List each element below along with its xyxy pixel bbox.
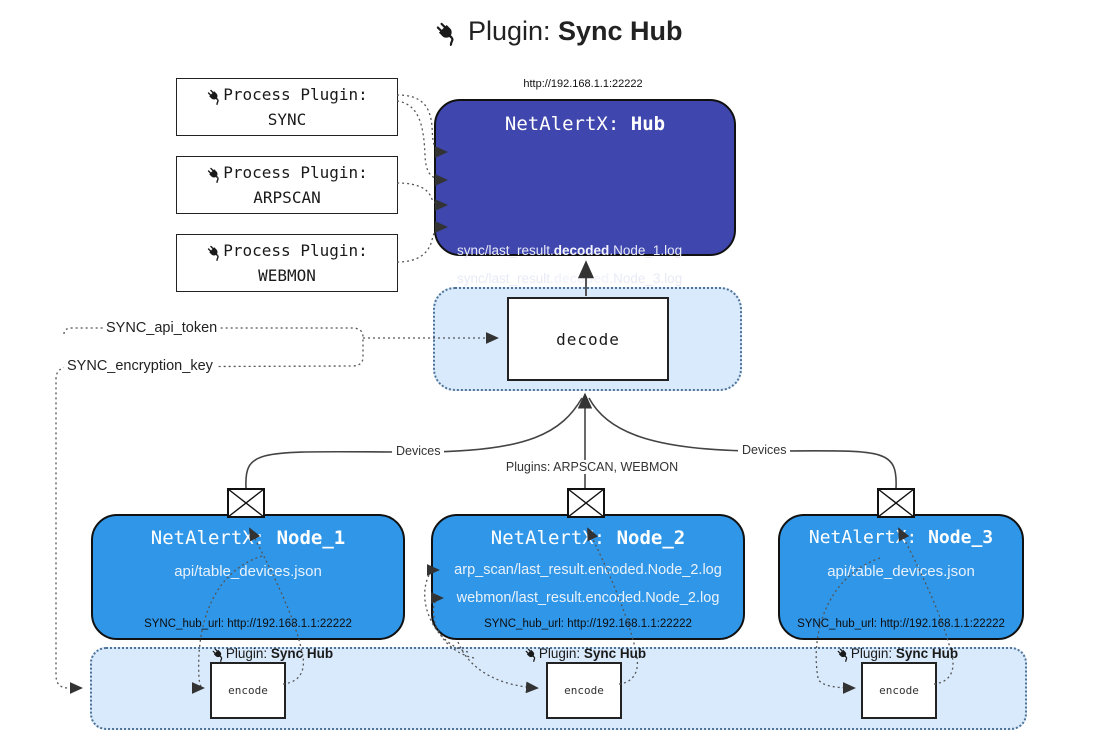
hub-log-line: sync/last_result.decoded.Node_1.log: [457, 243, 683, 258]
decode-box: decode: [507, 297, 669, 381]
node-file: api/table_devices.json: [174, 563, 322, 580]
node-3-box: NetAlertX: Node_3 api/table_devices.json…: [778, 514, 1024, 640]
band-label-sync-hub: Plugin: Sync Hub: [177, 646, 367, 663]
plug-icon: [524, 647, 539, 663]
envelope-icon: [567, 488, 605, 518]
page-title-prefix: Plugin:: [467, 16, 559, 46]
node-title: NetAlertX: Node_3: [808, 527, 994, 548]
process-plugin-name: ARPSCAN: [253, 188, 321, 207]
edge-label-devices-left: Devices: [392, 444, 445, 458]
edge-label-plugins: Plugins: ARPSCAN, WEBMON: [500, 460, 684, 474]
sync-encryption-key-label: SYNC_encryption_key: [64, 358, 216, 374]
process-plugin-label: Process Plugin:: [223, 240, 368, 260]
node-hub-url: SYNC_hub_url: http://192.168.1.1:22222: [797, 618, 1005, 630]
process-plugin-box-sync: Process Plugin: SYNC: [176, 78, 398, 136]
node-hub-url: SYNC_hub_url: http://192.168.1.1:22222: [144, 618, 352, 630]
plug-icon: [206, 163, 223, 186]
page-title-name: Sync Hub: [558, 16, 683, 46]
node-2-box: NetAlertX: Node_2 arp_scan/last_result.e…: [431, 514, 745, 640]
node-hub-url: SYNC_hub_url: http://192.168.1.1:22222: [484, 618, 692, 630]
process-plugin-box-webmon: Process Plugin: WEBMON: [176, 234, 398, 292]
node-file: webmon/last_result.encoded.Node_2.log: [456, 590, 720, 606]
node-title: NetAlertX: Node_1: [150, 527, 346, 549]
envelope-icon: [877, 488, 915, 518]
envelope-icon: [227, 488, 265, 518]
edge-label-devices-right: Devices: [738, 443, 791, 457]
hub-log-line: sync/last_result.decoded.Node_3.log: [457, 271, 683, 286]
band-label-sync-hub: Plugin: Sync Hub: [490, 646, 680, 663]
node-file: arp_scan/last_result.encoded.Node_2.log: [454, 562, 722, 578]
process-plugin-name: SYNC: [267, 110, 307, 129]
plug-icon: [211, 647, 226, 663]
plug-icon: [206, 85, 223, 108]
process-plugin-label: Process Plugin:: [223, 84, 368, 104]
plug-icon: [206, 241, 223, 264]
plug-icon: [836, 647, 851, 663]
encode-box: encode: [210, 662, 286, 719]
node-title: NetAlertX: Node_2: [490, 527, 686, 549]
encode-box: encode: [546, 662, 622, 719]
process-plugin-label: Process Plugin:: [223, 162, 368, 182]
encode-box: encode: [861, 662, 937, 719]
page-title: Plugin: Sync Hub: [0, 16, 1117, 49]
node-file: api/table_devices.json: [827, 563, 975, 580]
hub-title: NetAlertX: Hub: [504, 113, 666, 135]
node-1-box: NetAlertX: Node_1 api/table_devices.json…: [91, 514, 405, 640]
band-label-sync-hub: Plugin: Sync Hub: [802, 646, 992, 663]
process-plugin-name: WEBMON: [258, 266, 316, 285]
process-plugin-box-arpscan: Process Plugin: ARPSCAN: [176, 156, 398, 214]
plug-icon: [434, 18, 460, 49]
hub-url-label: http://192.168.1.1:22222: [523, 78, 643, 90]
sync-api-token-label: SYNC_api_token: [103, 320, 221, 336]
hub-box: NetAlertX: Hub sync/last_result.decoded.…: [434, 99, 736, 333]
